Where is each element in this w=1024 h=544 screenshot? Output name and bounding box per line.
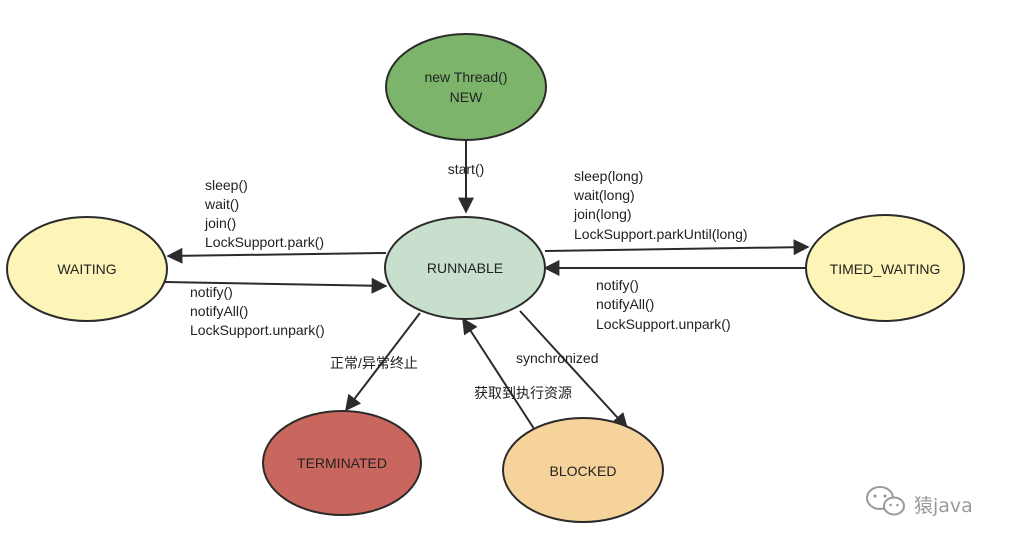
label-to-waiting-1: sleep()	[205, 177, 248, 193]
node-terminated	[262, 410, 422, 516]
label-from-waiting-2: notifyAll()	[190, 303, 248, 319]
label-from-timed-waiting-1: notify()	[596, 277, 639, 293]
label-from-timed-waiting-3: LockSupport.unpark()	[596, 316, 731, 332]
node-runnable-label: RUNNABLE	[427, 260, 503, 276]
node-blocked-label: BLOCKED	[550, 463, 617, 479]
edge-runnable-to-waiting	[166, 247, 387, 264]
node-timed-waiting	[805, 214, 965, 322]
watermark-text: 猿java	[914, 495, 973, 517]
label-from-waiting-3: LockSupport.unpark()	[190, 322, 325, 338]
label-to-waiting-3: join()	[204, 215, 236, 231]
node-blocked	[502, 417, 664, 523]
node-new	[385, 33, 547, 141]
node-waiting	[6, 216, 168, 322]
label-from-blocked: 获取到执行资源	[474, 385, 572, 401]
label-from-waiting-1: notify()	[190, 284, 233, 300]
node-new-label-line1: new Thread()	[424, 69, 507, 85]
node-new-label-line2: NEW	[450, 89, 483, 105]
wechat-icon	[866, 486, 905, 516]
edge-runnable-to-terminated	[345, 312, 421, 412]
label-to-timed-waiting-3: join(long)	[573, 206, 632, 222]
label-to-terminated: 正常/异常终止	[330, 355, 418, 371]
edge-runnable-to-timed-waiting	[544, 239, 810, 256]
edge-waiting-to-runnable	[164, 277, 388, 294]
edge-runnable-to-blocked	[519, 310, 629, 430]
label-to-timed-waiting-2: wait(long)	[573, 187, 635, 203]
label-to-timed-waiting-1: sleep(long)	[574, 168, 643, 184]
label-from-timed-waiting-2: notifyAll()	[596, 296, 654, 312]
node-terminated-label: TERMINATED	[297, 455, 387, 471]
node-waiting-label: WAITING	[57, 261, 116, 277]
label-to-blocked: synchronized	[516, 350, 599, 366]
label-to-waiting-4: LockSupport.park()	[205, 234, 324, 250]
node-timed-waiting-label: TIMED_WAITING	[830, 261, 941, 277]
label-start: start()	[448, 161, 485, 177]
edge-blocked-to-runnable	[462, 317, 541, 439]
label-to-timed-waiting-4: LockSupport.parkUntil(long)	[574, 226, 748, 242]
label-to-waiting-2: wait()	[204, 196, 239, 212]
node-runnable	[384, 216, 546, 320]
